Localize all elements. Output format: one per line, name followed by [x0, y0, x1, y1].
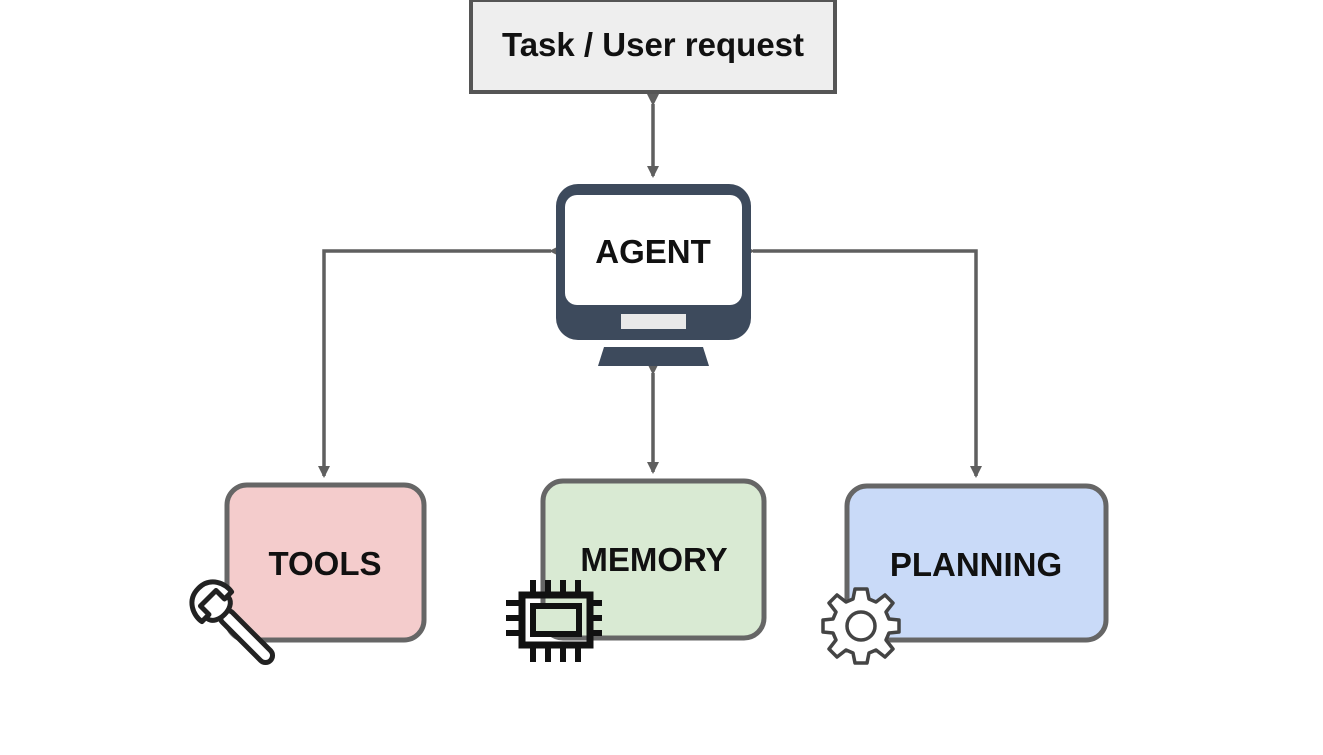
monitor-icon	[556, 184, 751, 366]
agent-node: AGENT	[556, 184, 751, 366]
chip-icon	[506, 580, 602, 662]
gear-icon	[821, 587, 901, 665]
tools-box	[224, 482, 427, 643]
connectors	[318, 94, 982, 478]
agent-label: AGENT	[595, 233, 711, 270]
monitor-button	[621, 314, 686, 329]
connector-agent-tools	[318, 245, 561, 478]
planning-node: PLANNING	[821, 483, 1109, 665]
planning-box	[844, 483, 1109, 643]
task-label: Task / User request	[502, 26, 804, 63]
planning-label: PLANNING	[890, 546, 1062, 583]
connector-agent-planning	[743, 245, 982, 478]
wrench-icon	[189, 579, 276, 666]
tools-label: TOOLS	[268, 545, 381, 582]
memory-box	[540, 478, 767, 641]
task-node: Task / User request	[469, 0, 837, 94]
task-box	[469, 0, 837, 94]
memory-node: MEMORY	[506, 478, 767, 662]
monitor-stand	[598, 347, 709, 366]
memory-label: MEMORY	[580, 541, 727, 578]
monitor-screen	[565, 195, 742, 305]
tools-node: TOOLS	[189, 482, 427, 666]
